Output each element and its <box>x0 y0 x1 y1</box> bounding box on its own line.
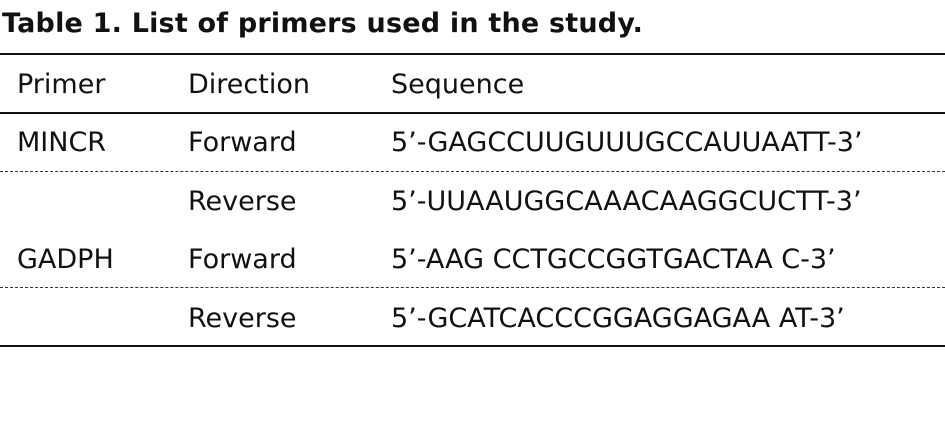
cell-primer: GADPH <box>17 244 114 275</box>
cell-primer: MINCR <box>17 127 107 158</box>
column-header-direction: Direction <box>188 69 310 100</box>
cell-sequence: 5’-UUAAUGGCAAACAAGGCUCTT-3’ <box>391 186 862 217</box>
table-title: Table 1. List of primers used in the stu… <box>2 8 644 39</box>
row-divider-dashed <box>0 171 945 172</box>
cell-direction: Forward <box>188 127 297 158</box>
cell-direction: Reverse <box>188 303 297 334</box>
cell-sequence: 5’-AAG CCTGCCGGTGACTAA C-3’ <box>391 244 836 275</box>
cell-sequence: 5’-GAGCCUUGUUUGCCAUUAATT-3’ <box>391 127 863 158</box>
cell-direction: Reverse <box>188 186 297 217</box>
table-top-rule <box>0 53 945 55</box>
column-header-sequence: Sequence <box>391 69 525 100</box>
table-bottom-rule <box>0 345 945 347</box>
header-rule <box>0 112 945 114</box>
column-header-primer: Primer <box>17 69 106 100</box>
row-divider-dashed <box>0 287 945 288</box>
cell-sequence: 5’-GCATCACCCGGAGGAGAA AT-3’ <box>391 303 845 334</box>
cell-direction: Forward <box>188 244 297 275</box>
